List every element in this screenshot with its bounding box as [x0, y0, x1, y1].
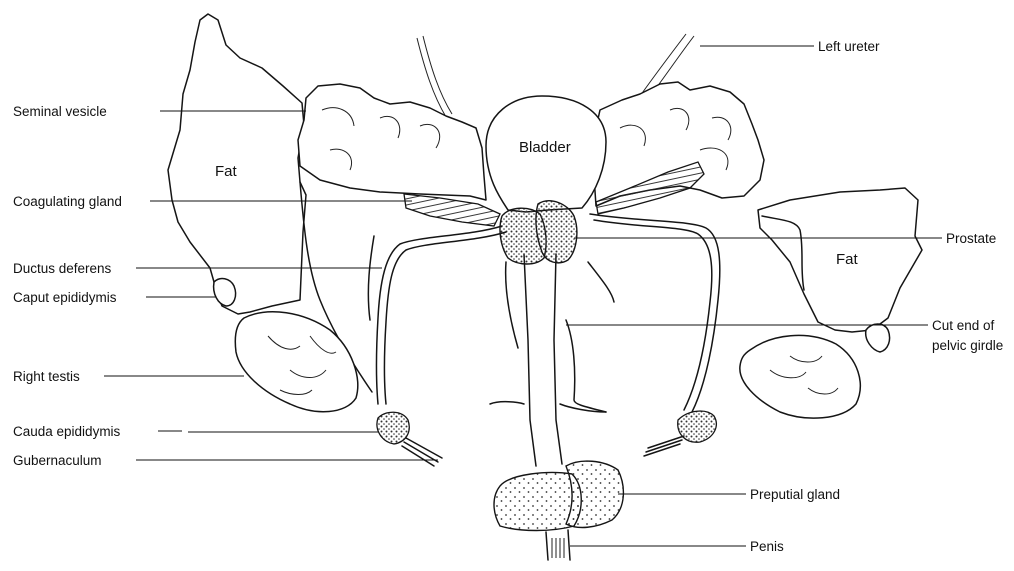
label-cut-end-line2: pelvic girdle [932, 338, 1003, 353]
penis [546, 532, 548, 560]
right-testis [235, 312, 357, 412]
label-gubernaculum: Gubernaculum [13, 453, 102, 468]
bladder-label: Bladder [519, 139, 571, 156]
ductus-deferens-right [377, 226, 503, 404]
label-seminal-vesicle: Seminal vesicle [13, 104, 107, 119]
pelvic-girdle-right [506, 262, 518, 348]
label-coagulating-gland: Coagulating gland [13, 194, 122, 209]
fat-body-left [168, 14, 306, 314]
label-penis: Penis [750, 539, 784, 554]
caput-epididymis-right [214, 279, 236, 306]
preputial-gland-left [566, 461, 623, 527]
gubernaculum-right [402, 438, 442, 466]
caput-epididymis-left [866, 324, 890, 352]
label-prostate: Prostate [946, 231, 996, 246]
label-preputial-gland: Preputial gland [750, 487, 840, 502]
urethra [524, 254, 536, 466]
fat-label-left: Fat [215, 163, 238, 180]
cauda-epididymis-left [678, 411, 717, 442]
cauda-epididymis-right [377, 412, 409, 444]
label-caput-epididymis: Caput epididymis [13, 290, 117, 305]
seminal-vesicle-right [298, 84, 486, 200]
prostate-lobe-left [536, 201, 577, 263]
label-cauda-epididymis: Cauda epididymis [13, 424, 121, 439]
label-cut-end-line1: Cut end of [932, 318, 995, 333]
gubernaculum-left [644, 436, 684, 456]
ductus-deferens-left [590, 214, 720, 412]
label-left-ureter: Left ureter [818, 39, 880, 54]
label-ductus-deferens: Ductus deferens [13, 261, 112, 276]
label-right-testis: Right testis [13, 369, 80, 384]
fat-label-right: Fat [836, 251, 859, 268]
